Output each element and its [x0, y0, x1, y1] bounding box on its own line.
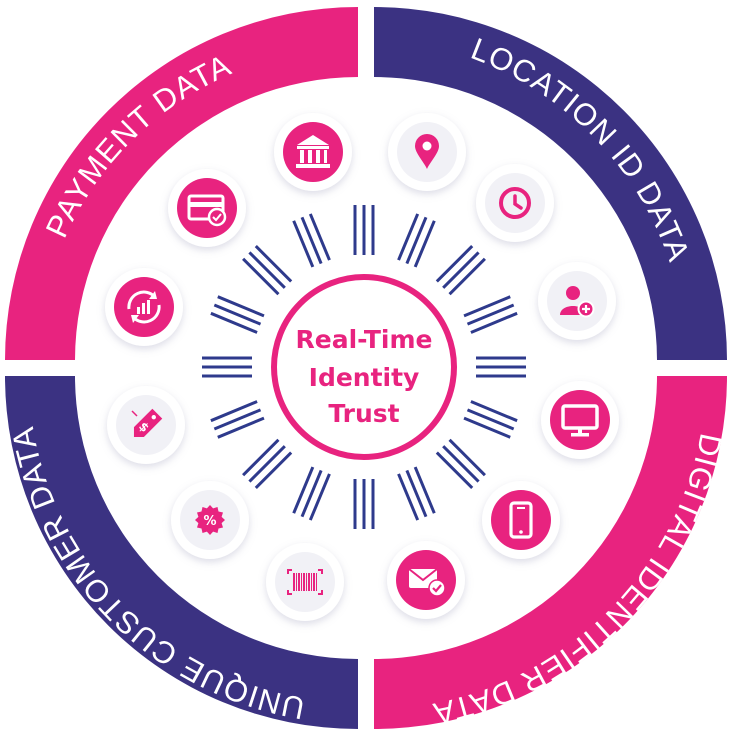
ray-line: [463, 295, 511, 318]
ray-group: [397, 213, 436, 268]
ray-line: [308, 213, 331, 261]
customer-quadrant: [5, 376, 358, 729]
ray-group: [435, 245, 486, 296]
icon-ring: % $: [105, 113, 619, 621]
ray-line: [292, 220, 315, 268]
radiating-lines: [202, 205, 526, 529]
ray-line: [217, 295, 265, 318]
ray-group: [463, 400, 518, 439]
bubble-inner: [547, 271, 607, 331]
ray-line: [213, 408, 262, 431]
ray-line: [248, 445, 286, 483]
bubble-inner: [550, 390, 610, 450]
ray-line: [292, 466, 315, 514]
ray-group: [476, 356, 526, 378]
ray-group: [292, 213, 331, 268]
ray-line: [217, 416, 265, 439]
center-line-3: Trust: [328, 399, 399, 428]
ray-line: [300, 216, 323, 265]
ray-group: [242, 245, 293, 296]
ray-line: [442, 251, 480, 289]
credit-card-icon: [187, 194, 227, 227]
add-user-bubble: [538, 262, 616, 340]
price-tag-bubble: $: [107, 386, 185, 464]
ray-group: [435, 438, 486, 489]
svg-text:%: %: [203, 514, 216, 529]
bank-icon: [296, 135, 330, 168]
ray-line: [466, 408, 515, 431]
center-hub: Real-Time Identity Trust: [271, 274, 457, 460]
bubble-inner: [491, 490, 551, 550]
ray-group: [463, 295, 518, 334]
center-line-2: Identity: [309, 363, 420, 392]
ray-line: [248, 251, 286, 289]
location-pin-icon: [415, 134, 439, 169]
add-user-icon: [560, 286, 595, 318]
credit-card-bubble: [168, 169, 246, 247]
monitor-bubble: [541, 381, 619, 459]
ray-line: [413, 466, 436, 514]
ray-line: [435, 451, 474, 489]
ray-group: [292, 466, 331, 521]
email-verified-icon: [408, 568, 446, 597]
ray-line: [405, 469, 428, 518]
ray-group: [397, 466, 436, 521]
location-quadrant: [374, 7, 727, 360]
ray-group: [210, 400, 265, 439]
ray-group: [353, 479, 375, 529]
clock-icon: [499, 187, 531, 219]
digital-quadrant: [374, 376, 727, 729]
ray-group: [210, 295, 265, 334]
barcode-bubble: [266, 543, 344, 621]
ray-line: [435, 245, 474, 283]
discount-badge-bubble: %: [171, 481, 249, 559]
ray-line: [397, 213, 420, 261]
ray-line: [242, 257, 280, 296]
ray-line: [405, 216, 428, 265]
smartphone-bubble: [482, 481, 560, 559]
monitor-icon: [561, 404, 599, 437]
bank-bubble: [274, 113, 352, 191]
price-tag-icon: $: [131, 408, 163, 438]
ray-group: [202, 356, 252, 378]
ray-line: [470, 311, 518, 334]
ray-line: [308, 473, 331, 521]
center-line-1: Real-Time: [296, 325, 433, 354]
ray-line: [300, 469, 323, 518]
ray-line: [242, 438, 280, 477]
analytics-refresh-icon: [127, 290, 161, 324]
email-verified-bubble: [387, 541, 465, 619]
ray-line: [463, 416, 511, 439]
discount-badge-icon: %: [195, 505, 225, 535]
center-ring: [271, 274, 457, 460]
ray-line: [442, 445, 480, 483]
analytics-refresh-bubble: [105, 268, 183, 346]
ray-line: [448, 257, 486, 296]
ray-line: [254, 451, 293, 489]
location-pin-bubble: [388, 113, 466, 191]
payment-quadrant: [5, 7, 358, 360]
barcode-icon: [287, 569, 323, 595]
ray-line: [470, 400, 518, 423]
ray-line: [210, 400, 258, 423]
ray-line: [210, 311, 258, 334]
clock-bubble: [476, 164, 554, 242]
ray-line: [213, 303, 262, 326]
ray-line: [397, 473, 420, 521]
ray-group: [353, 205, 375, 255]
outer-ring: [5, 7, 727, 729]
bubble-inner: [177, 178, 237, 238]
smartphone-icon: [509, 501, 533, 539]
ray-line: [413, 220, 436, 268]
ray-line: [448, 438, 486, 477]
ray-group: [242, 438, 293, 489]
ray-line: [466, 303, 515, 326]
bubble-inner: [283, 122, 343, 182]
ray-line: [254, 245, 293, 283]
